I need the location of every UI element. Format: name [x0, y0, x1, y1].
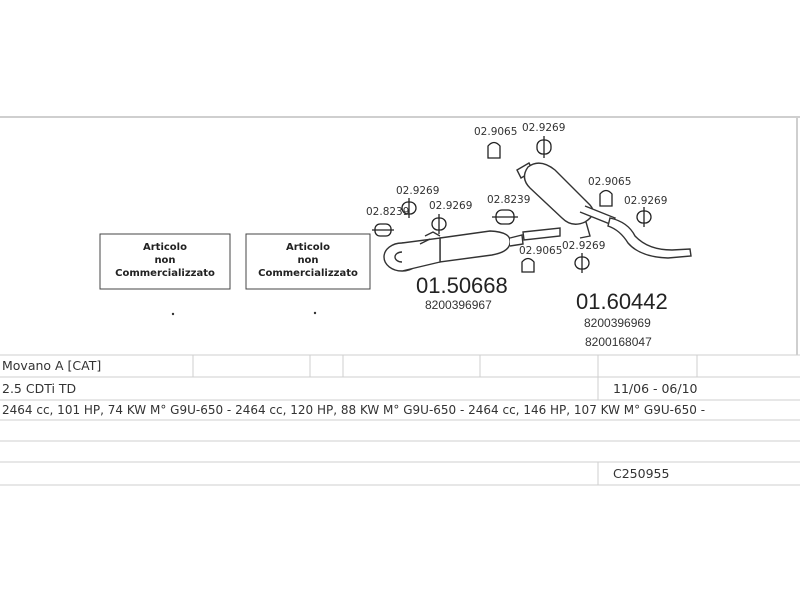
clamp-icon-mid-3	[431, 214, 447, 234]
clamp-icon-rear-1	[487, 141, 501, 159]
clamp-icon-rear-3	[599, 189, 613, 207]
vehicle-model: Movano A [CAT]	[2, 358, 102, 373]
clamp-icon-rear-4	[636, 207, 652, 227]
engine-type: 2.5 CDTi TD	[2, 381, 77, 396]
engine-specs: 2464 cc, 101 HP, 74 KW M° G9U-650 - 2464…	[2, 403, 706, 417]
application-table	[0, 354, 800, 486]
not-sold-box-2-line3: Commercializzato	[258, 268, 358, 279]
rear-oem-number-1: 8200396969	[584, 316, 651, 330]
clamp-label-rear-1: 02.9065	[474, 126, 517, 138]
clamp-icon-mid-2	[401, 198, 417, 218]
not-sold-box-1-line1: Articolo	[143, 242, 187, 253]
not-sold-box-1-line2: non	[154, 255, 175, 266]
not-sold-box-2: Articolo non Commercializzato	[245, 233, 371, 290]
clamp-label-mid-1: 02.8239	[366, 206, 409, 218]
clamp-icon-rear-2	[536, 136, 552, 158]
clamp-label-mid-4: 02.8239	[487, 194, 530, 206]
clamp-icon-rear-5	[574, 253, 590, 273]
clamp-label-rear-2: 02.9269	[522, 122, 565, 134]
rear-part-number: 01.60442	[576, 289, 668, 314]
clamp-icon-mid-5	[521, 257, 535, 273]
clamp-label-rear-4: 02.9269	[624, 195, 667, 207]
clamp-icon-mid-4	[492, 209, 518, 225]
production-years: 11/06 - 06/10	[613, 381, 698, 396]
dot-1	[171, 312, 175, 316]
clamp-label-mid-2: 02.9269	[396, 185, 439, 197]
not-sold-box-2-line1: Articolo	[286, 242, 330, 253]
dot-2	[313, 311, 317, 315]
clamp-label-rear-5: 02.9269	[562, 240, 605, 252]
not-sold-box-2-line2: non	[297, 255, 318, 266]
clamp-label-rear-3: 02.9065	[588, 176, 631, 188]
not-sold-box-1: Articolo non Commercializzato	[99, 233, 231, 290]
rear-silencer	[516, 162, 692, 259]
rear-oem-number-2: 8200168047	[585, 335, 652, 349]
clamp-label-mid-5: 02.9065	[519, 245, 562, 257]
clamp-icon-mid-1	[372, 223, 394, 237]
clamp-label-mid-3: 02.9269	[429, 200, 472, 212]
not-sold-box-1-line3: Commercializzato	[115, 268, 215, 279]
middle-oem-number: 8200396967	[425, 298, 492, 312]
middle-part-number: 01.50668	[416, 273, 508, 298]
catalog-code: C250955	[613, 466, 670, 481]
middle-silencer	[383, 230, 524, 272]
